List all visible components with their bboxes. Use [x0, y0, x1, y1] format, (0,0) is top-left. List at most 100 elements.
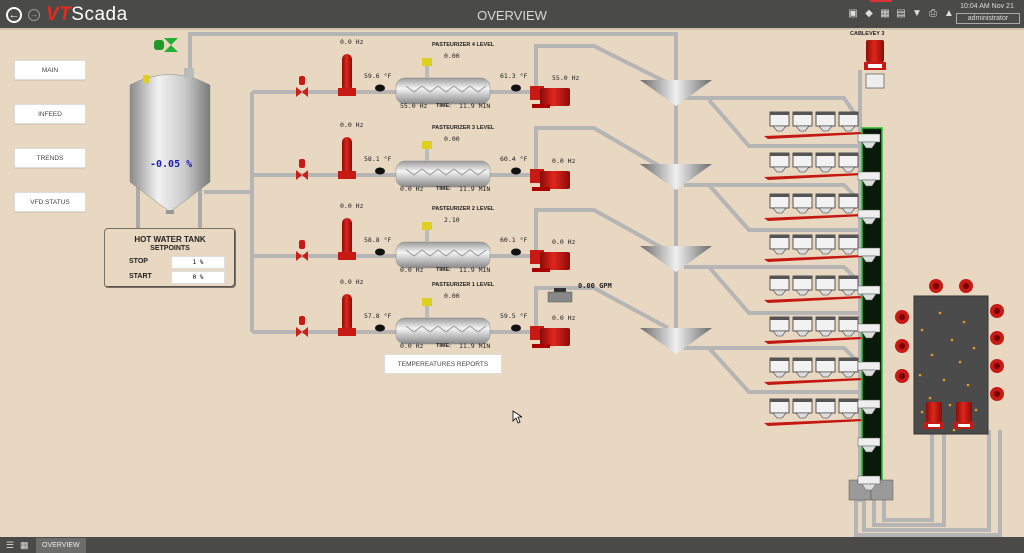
- inlet-temperature: 58.8 °F: [364, 236, 392, 244]
- menu-icon[interactable]: ☰: [6, 540, 15, 550]
- forward-button[interactable]: →: [28, 9, 40, 21]
- pasteurizer-row: [296, 137, 570, 191]
- motor-window: [928, 424, 940, 427]
- tote-bin: [792, 193, 813, 214]
- pasteurizer-vessel[interactable]: [395, 64, 491, 105]
- tab-overview[interactable]: OVERVIEW: [36, 538, 86, 553]
- drive-frequency: 55.0 Hz: [400, 102, 428, 110]
- main-button[interactable]: MAIN: [14, 60, 86, 80]
- temp-sensor-icon: [375, 167, 385, 175]
- bucket: [857, 475, 881, 485]
- bell-icon[interactable]: ▲: [944, 8, 954, 19]
- product-dot: [952, 428, 956, 432]
- red-conveyor: [764, 214, 864, 221]
- outlet-pump-icon[interactable]: [530, 86, 570, 108]
- product-dot: [972, 346, 976, 350]
- tote-bin: [769, 275, 790, 296]
- stop-setpoint-input[interactable]: 1 %: [171, 256, 225, 269]
- inlet-valve-icon[interactable]: [296, 240, 308, 261]
- pump-out-frequency: 0.0 Hz: [552, 314, 576, 322]
- product-dot: [962, 320, 966, 324]
- fan-hub: [994, 363, 1000, 369]
- alarm-page-icon[interactable]: ▦: [880, 8, 890, 19]
- bucket: [857, 437, 881, 447]
- tote-bin: [792, 275, 813, 296]
- tote-bin: [838, 398, 859, 419]
- tote-bin: [838, 152, 859, 173]
- bucket-hopper: [861, 179, 877, 187]
- bucket-hopper: [861, 407, 877, 415]
- vfd-status-button[interactable]: VFD STATUS: [14, 192, 86, 212]
- tote-bin: [815, 152, 836, 173]
- overview-canvas: MAIN INFEED TRENDS VFD STATUS -0.05 % HO…: [4, 30, 1020, 537]
- tote-bin: [838, 316, 859, 337]
- temperatures-report-button[interactable]: TEMPEREATURES REPORTS: [384, 354, 502, 374]
- panel-subtitle: SETPOINTS: [150, 245, 190, 252]
- outlet-temperature: 60.1 °F: [500, 236, 528, 244]
- booster-pump-icon[interactable]: [338, 137, 356, 179]
- clock: 10:04 AM Nov 21: [960, 3, 1014, 10]
- outlet-temperature: 60.4 °F: [500, 155, 528, 163]
- drive-frequency: 0.0 Hz: [400, 342, 424, 350]
- display-icon[interactable]: ▣: [848, 8, 858, 19]
- inlet-valve-icon[interactable]: [296, 159, 308, 180]
- bucket-hopper: [861, 141, 877, 149]
- product-dot: [920, 410, 924, 414]
- pasteurizer-rows: [296, 54, 570, 348]
- residence-time: 11.9 MIN: [459, 342, 491, 350]
- print-icon[interactable]: ⎙: [929, 8, 937, 19]
- outlet-pump-icon[interactable]: [530, 326, 570, 348]
- fan-hub: [994, 308, 1000, 314]
- bucket: [857, 323, 881, 333]
- tag-icon[interactable]: ◆: [865, 8, 873, 19]
- mouse-cursor: [512, 410, 522, 424]
- column-bins: [857, 133, 881, 491]
- drive-frequency: 0.0 Hz: [400, 185, 424, 193]
- booster-pump-icon[interactable]: [338, 294, 356, 336]
- booster-pump-icon[interactable]: [338, 218, 356, 260]
- report-icon[interactable]: ▤: [896, 8, 906, 19]
- flow-meter[interactable]: [547, 288, 573, 303]
- temp-sensor-icon: [511, 167, 521, 175]
- product-dot: [938, 311, 942, 315]
- pasteurizer-vessel[interactable]: [395, 304, 491, 345]
- inlet-temperature: 57.8 °F: [364, 312, 392, 320]
- back-button[interactable]: ←: [6, 7, 22, 23]
- outlet-temperature: 61.3 °F: [500, 72, 528, 80]
- tote-bin: [815, 398, 836, 419]
- inlet-valve-icon[interactable]: [296, 76, 308, 97]
- booster-pump-icon[interactable]: [338, 54, 356, 96]
- hot-water-tank[interactable]: [129, 68, 211, 228]
- infeed-button[interactable]: INFEED: [14, 104, 86, 124]
- outlet-pump-icon[interactable]: [530, 250, 570, 272]
- pasteurizer-vessel[interactable]: [395, 147, 491, 188]
- outlet-temperature: 59.5 °F: [500, 312, 528, 320]
- tote-bin: [769, 152, 790, 173]
- start-label: START: [129, 273, 152, 280]
- hopper-funnel: [640, 328, 712, 354]
- pasteurizer-level-value: 0.00: [444, 135, 460, 143]
- filter-icon[interactable]: ▼: [912, 8, 922, 19]
- toolbar: ▣ ◆ ▦ ▤ ▼ ⎙ ▲: [848, 9, 954, 19]
- user-account[interactable]: administrator: [956, 13, 1020, 24]
- pasteurizer-level-value: 0.00: [444, 292, 460, 300]
- inlet-valve[interactable]: [154, 38, 178, 52]
- dryer-chamber[interactable]: [913, 295, 989, 435]
- pasteurizer-vessel[interactable]: [395, 228, 491, 269]
- outlet-pump-icon[interactable]: [530, 169, 570, 191]
- trends-button[interactable]: TRENDS: [14, 148, 86, 168]
- cablevey-motor[interactable]: [864, 40, 886, 89]
- product-dot: [928, 396, 932, 400]
- bucket: [857, 133, 881, 143]
- tote-bin: [792, 398, 813, 419]
- product-dot: [958, 360, 962, 364]
- pasteurizer-level-label: PASTEURIZER 4 LEVEL: [432, 42, 495, 48]
- grid-icon[interactable]: ▦: [20, 540, 29, 550]
- alarm-indicator: [870, 0, 892, 2]
- inlet-valve-icon[interactable]: [296, 316, 308, 337]
- start-setpoint-input[interactable]: 0 %: [171, 271, 225, 284]
- time-label: TIME:: [436, 103, 451, 109]
- tote-bin: [838, 357, 859, 378]
- residence-time: 11.9 MIN: [459, 102, 491, 110]
- inlet-temperature: 59.6 °F: [364, 72, 392, 80]
